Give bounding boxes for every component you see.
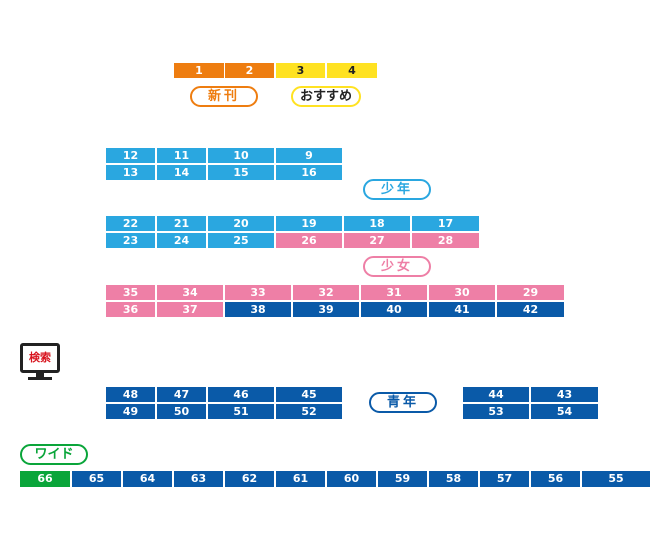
shelf-59[interactable]: 59 bbox=[378, 471, 427, 487]
shelf-35[interactable]: 35 bbox=[106, 285, 155, 300]
shelf-39[interactable]: 39 bbox=[293, 302, 359, 317]
shelf-41[interactable]: 41 bbox=[429, 302, 495, 317]
shelf-17[interactable]: 17 bbox=[412, 216, 479, 231]
shelf-1[interactable]: 1 bbox=[174, 63, 224, 78]
shelf-30[interactable]: 30 bbox=[429, 285, 495, 300]
shelf-52[interactable]: 52 bbox=[276, 404, 342, 419]
shelf-51[interactable]: 51 bbox=[208, 404, 274, 419]
shelf-56[interactable]: 56 bbox=[531, 471, 580, 487]
shelf-10[interactable]: 10 bbox=[208, 148, 274, 163]
label-shonen[interactable]: 少年 bbox=[363, 179, 431, 200]
shelf-18[interactable]: 18 bbox=[344, 216, 410, 231]
shelf-37[interactable]: 37 bbox=[157, 302, 223, 317]
shelf-66[interactable]: 66 bbox=[20, 471, 70, 487]
shelf-28[interactable]: 28 bbox=[412, 233, 479, 248]
shelf-42[interactable]: 42 bbox=[497, 302, 564, 317]
shelf-22[interactable]: 22 bbox=[106, 216, 155, 231]
shelf-47[interactable]: 47 bbox=[157, 387, 206, 402]
shelf-27[interactable]: 27 bbox=[344, 233, 410, 248]
shelf-45[interactable]: 45 bbox=[276, 387, 342, 402]
search-terminal-icon[interactable]: 検索 bbox=[20, 343, 60, 381]
shelf-43[interactable]: 43 bbox=[531, 387, 598, 402]
shelf-57[interactable]: 57 bbox=[480, 471, 529, 487]
shelf-14[interactable]: 14 bbox=[157, 165, 206, 180]
shelf-9[interactable]: 9 bbox=[276, 148, 342, 163]
shelf-32[interactable]: 32 bbox=[293, 285, 359, 300]
shelf-24[interactable]: 24 bbox=[157, 233, 206, 248]
shelf-49[interactable]: 49 bbox=[106, 404, 155, 419]
shelf-38[interactable]: 38 bbox=[225, 302, 291, 317]
shelf-21[interactable]: 21 bbox=[157, 216, 206, 231]
shelf-29[interactable]: 29 bbox=[497, 285, 564, 300]
shelf-16[interactable]: 16 bbox=[276, 165, 342, 180]
shelf-25[interactable]: 25 bbox=[208, 233, 274, 248]
shelf-60[interactable]: 60 bbox=[327, 471, 376, 487]
label-recommended[interactable]: おすすめ bbox=[291, 86, 361, 107]
monitor-icon: 検索 bbox=[20, 343, 60, 373]
search-label: 検索 bbox=[29, 351, 51, 364]
shelf-54[interactable]: 54 bbox=[531, 404, 598, 419]
shelf-53[interactable]: 53 bbox=[463, 404, 529, 419]
shelf-12[interactable]: 12 bbox=[106, 148, 155, 163]
shelf-3[interactable]: 3 bbox=[276, 63, 325, 78]
shelf-63[interactable]: 63 bbox=[174, 471, 223, 487]
shelf-34[interactable]: 34 bbox=[157, 285, 223, 300]
shelf-50[interactable]: 50 bbox=[157, 404, 206, 419]
shelf-48[interactable]: 48 bbox=[106, 387, 155, 402]
shelf-19[interactable]: 19 bbox=[276, 216, 342, 231]
shelf-11[interactable]: 11 bbox=[157, 148, 206, 163]
shelf-36[interactable]: 36 bbox=[106, 302, 155, 317]
shelf-62[interactable]: 62 bbox=[225, 471, 274, 487]
shelf-31[interactable]: 31 bbox=[361, 285, 427, 300]
shelf-23[interactable]: 23 bbox=[106, 233, 155, 248]
shelf-64[interactable]: 64 bbox=[123, 471, 172, 487]
shelf-46[interactable]: 46 bbox=[208, 387, 274, 402]
shelf-33[interactable]: 33 bbox=[225, 285, 291, 300]
shelf-15[interactable]: 15 bbox=[208, 165, 274, 180]
label-new-release[interactable]: 新刊 bbox=[190, 86, 258, 107]
shelf-55[interactable]: 55 bbox=[582, 471, 650, 487]
label-shojo[interactable]: 少女 bbox=[363, 256, 431, 277]
shelf-40[interactable]: 40 bbox=[361, 302, 427, 317]
shelf-2[interactable]: 2 bbox=[225, 63, 274, 78]
shelf-20[interactable]: 20 bbox=[208, 216, 274, 231]
shelf-61[interactable]: 61 bbox=[276, 471, 325, 487]
shelf-58[interactable]: 58 bbox=[429, 471, 478, 487]
shelf-44[interactable]: 44 bbox=[463, 387, 529, 402]
shelf-26[interactable]: 26 bbox=[276, 233, 342, 248]
shelf-65[interactable]: 65 bbox=[72, 471, 121, 487]
shelf-4[interactable]: 4 bbox=[327, 63, 377, 78]
label-wide[interactable]: ワイド bbox=[20, 444, 88, 465]
label-seinen[interactable]: 青年 bbox=[369, 392, 437, 413]
shelf-13[interactable]: 13 bbox=[106, 165, 155, 180]
